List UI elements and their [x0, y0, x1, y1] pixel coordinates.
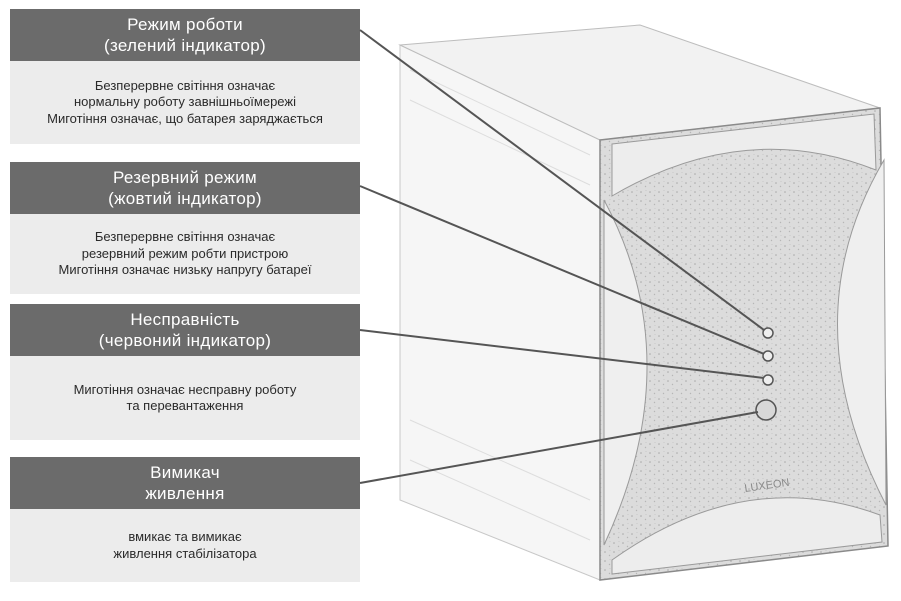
callout-title-line: Несправність — [130, 310, 240, 329]
callout-title-line: Резервний режим — [112, 168, 258, 187]
callout-power-switch-description: вмикає та вимикає живлення стабілізатора — [10, 509, 360, 582]
callout-fault-title: Несправність (червоний індикатор) — [10, 304, 360, 356]
callout-operation-mode: Режим роботи (зелений індикатор) Безпере… — [10, 9, 360, 144]
green-indicator-led — [762, 327, 774, 339]
callout-description-line: Безперервне світіння означає — [94, 77, 276, 93]
callout-power-switch: Вимикач живлення вмикає та вимикає живле… — [10, 457, 360, 582]
callout-description-line: нормальну роботу завнішньоїмережі — [74, 94, 296, 110]
callout-backup-mode-description: Безперервне світіння означає резервний р… — [10, 214, 360, 294]
callout-operation-mode-description: Безперервне світіння означає нормальну р… — [10, 61, 360, 144]
callout-operation-mode-title: Режим роботи (зелений індикатор) — [10, 9, 360, 61]
indicator-leds — [762, 327, 774, 386]
callout-description-line: живлення стабілізатора — [113, 545, 257, 561]
leader-line-power-switch — [359, 411, 759, 484]
front-bottom-curve-panel — [611, 497, 883, 575]
leader-line-fault — [359, 329, 765, 379]
callout-backup-mode: Резервний режим (жовтий індикатор) Безпе… — [10, 162, 360, 294]
callout-description-line: резервний режим робти пристрою — [81, 245, 289, 261]
red-indicator-led — [762, 374, 774, 386]
callout-description-line: Безперервне світіння означає — [94, 229, 276, 245]
callout-description-line: та перевантаження — [126, 398, 244, 413]
power-button-icon — [755, 399, 777, 421]
side-vent-lines — [409, 69, 591, 541]
callout-description-line: Миготіння означає низьку напругу батареї — [58, 262, 312, 278]
callout-fault: Несправність (червоний індикатор) Миготі… — [10, 304, 360, 440]
callout-title-line: (червоний індикатор) — [98, 331, 272, 350]
callout-title-line: (жовтий індикатор) — [108, 189, 262, 208]
callout-title-line: (зелений індикатор) — [104, 36, 266, 55]
callout-fault-description: Миготіння означає несправну роботу та пе… — [10, 356, 360, 440]
callout-description-line: вмикає та вимикає — [128, 529, 242, 544]
callout-power-switch-title: Вимикач живлення — [10, 457, 360, 509]
callout-title-line: Режим роботи — [127, 15, 243, 34]
front-top-curve-panel — [611, 113, 877, 197]
callout-description-line: Миготіння означає, що батарея заряджаєть… — [47, 110, 323, 126]
callout-description-line: Миготіння означає несправну роботу — [73, 381, 297, 397]
front-left-curve-panel — [603, 199, 648, 546]
device-front-face — [599, 107, 889, 581]
leader-lines — [359, 29, 765, 484]
leader-line-backup-mode — [359, 185, 765, 355]
callout-title-line: Вимикач — [150, 463, 220, 482]
callout-backup-mode-title: Резервний режим (жовтий індикатор) — [10, 162, 360, 214]
callout-title-line: живлення — [145, 484, 225, 503]
leader-line-operation-mode — [359, 29, 765, 331]
front-right-curve-panel — [837, 158, 887, 506]
yellow-indicator-led — [762, 350, 774, 362]
